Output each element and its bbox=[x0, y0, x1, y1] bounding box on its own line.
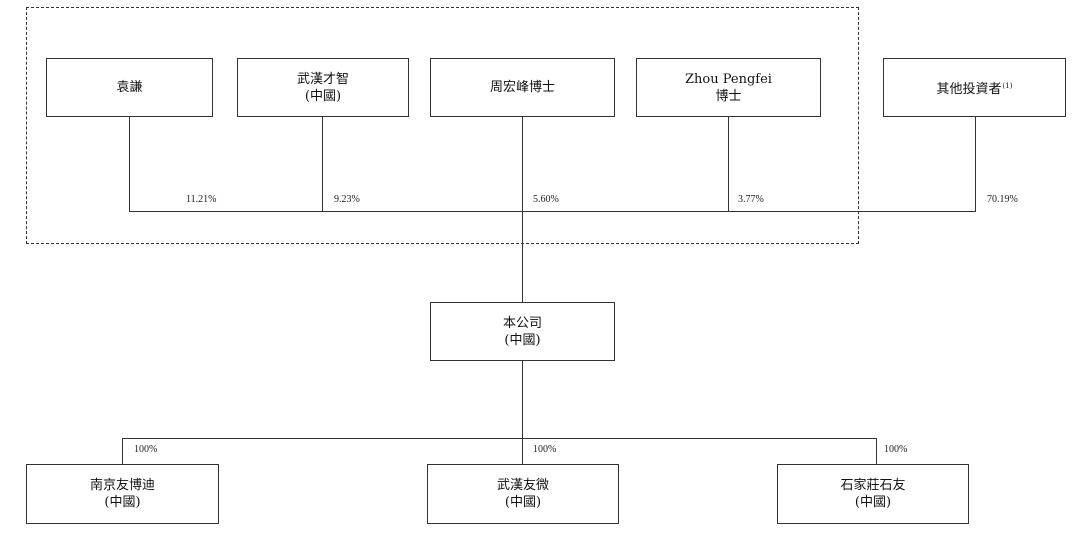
connector-line bbox=[522, 361, 523, 464]
shareholder-name: Zhou Pengfei bbox=[685, 71, 772, 87]
connector-line bbox=[876, 438, 877, 464]
shareholding-percentage: 5.60% bbox=[533, 194, 559, 205]
connector-line bbox=[129, 211, 976, 212]
subsidiary-region: (中國) bbox=[854, 495, 892, 510]
subsidiary-region: (中國) bbox=[104, 495, 141, 510]
shareholding-percentage: 9.23% bbox=[334, 194, 360, 205]
connector-line bbox=[129, 117, 130, 212]
shareholder-name: 其他投資者(1) bbox=[936, 81, 1013, 97]
connector-line bbox=[122, 438, 877, 439]
shareholder-box-yuan-qian: 袁謙 bbox=[46, 58, 213, 117]
subsidiary-box-shijiazhuang: 石家莊石友 (中國) bbox=[777, 464, 969, 524]
shareholder-box-zhou-hongfeng: 周宏峰博士 bbox=[430, 58, 615, 117]
connector-line bbox=[322, 117, 323, 212]
subsidiary-percentage: 100% bbox=[533, 444, 557, 455]
shareholding-percentage: 70.19% bbox=[987, 194, 1018, 205]
subsidiary-percentage: 100% bbox=[884, 444, 908, 455]
subsidiary-name: 石家莊石友 bbox=[840, 478, 906, 493]
subsidiary-region: (中國) bbox=[504, 495, 542, 510]
subsidiary-box-nanjing: 南京友博迪 (中國) bbox=[26, 464, 219, 524]
company-region: (中國) bbox=[504, 332, 541, 348]
subsidiary-name: 武漢友微 bbox=[496, 478, 549, 493]
company-box: 本公司 (中國) bbox=[430, 302, 615, 361]
connector-line bbox=[728, 117, 729, 212]
connector-line bbox=[975, 117, 976, 212]
shareholder-group-boundary bbox=[26, 7, 859, 244]
shareholding-percentage: 11.21% bbox=[186, 194, 217, 205]
shareholder-name: 周宏峰博士 bbox=[489, 80, 555, 95]
shareholder-name: 武漢才智 bbox=[296, 71, 349, 87]
subsidiary-percentage: 100% bbox=[134, 444, 158, 455]
footnote-marker: (1) bbox=[1002, 81, 1013, 90]
subsidiary-name: 南京友博迪 bbox=[89, 478, 155, 493]
shareholder-box-other-investors: 其他投資者(1) bbox=[883, 58, 1066, 117]
shareholder-box-zhou-pengfei: Zhou Pengfei 博士 bbox=[636, 58, 821, 117]
shareholder-title: 博士 bbox=[715, 88, 742, 104]
connector-line bbox=[122, 438, 123, 464]
connector-line bbox=[522, 117, 523, 302]
shareholder-box-wuhan-caizhi: 武漢才智 (中國) bbox=[237, 58, 409, 117]
shareholder-region: (中國) bbox=[304, 88, 342, 104]
subsidiary-box-wuhan-youwei: 武漢友微 (中國) bbox=[427, 464, 619, 524]
shareholding-percentage: 3.77% bbox=[738, 194, 764, 205]
company-name: 本公司 bbox=[502, 315, 542, 331]
shareholder-name: 袁謙 bbox=[116, 80, 143, 95]
